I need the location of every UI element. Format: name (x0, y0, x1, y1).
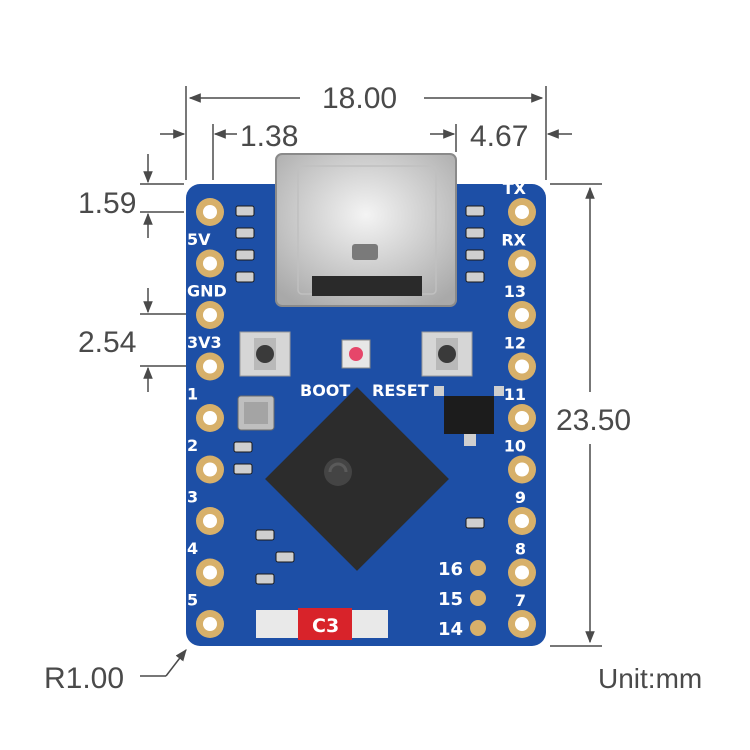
right-pin-label: 11 (504, 385, 526, 404)
right-pad (508, 507, 536, 535)
pad-label-15: 15 (438, 589, 463, 610)
left-pin-label: GND (187, 282, 227, 301)
right-pad (508, 352, 536, 381)
left-pin-label: 5V (187, 230, 211, 249)
unit-label: Unit:mm (598, 663, 702, 694)
crystal-oscillator (237, 395, 275, 431)
left-pin-pads (196, 198, 224, 638)
smd-components (233, 205, 485, 585)
corner-radius-dimension: R1.00 (44, 662, 124, 695)
right-pin-label: 13 (504, 282, 526, 301)
right-pin-label: RX (501, 231, 526, 250)
c3-label: C3 (312, 615, 339, 637)
right-pad (508, 455, 536, 484)
left-pad (196, 352, 224, 381)
c3-badge: C3 (256, 608, 388, 640)
pad-label-14: 14 (438, 619, 463, 640)
left-pin-label: 1 (187, 385, 198, 404)
right-pin-label: 8 (515, 540, 526, 559)
right-pad (508, 249, 536, 278)
ldo-regulator (434, 386, 504, 446)
left-pad (196, 301, 224, 329)
right-pin-label: 12 (504, 334, 526, 353)
right-pin-pads (508, 198, 536, 638)
left-pin-label: 6 (187, 642, 198, 661)
left-pad (196, 249, 224, 278)
width-dimension: 18.00 (322, 82, 397, 115)
reset-button (421, 331, 473, 377)
right-offset-dimension: 4.67 (470, 120, 528, 153)
left-pad (196, 558, 224, 587)
right-pad (508, 610, 536, 638)
left-pad (196, 404, 224, 432)
bottom-pads (470, 560, 486, 636)
right-pad (508, 404, 536, 432)
pad-label-16: 16 (438, 559, 463, 580)
left-pad (196, 198, 224, 226)
left-pin-label: 4 (187, 539, 198, 558)
right-pin-label: 9 (515, 488, 526, 507)
rgb-led (341, 339, 371, 369)
top-offset-dimension: 1.59 (78, 187, 136, 220)
left-pad (196, 610, 224, 638)
right-pad (508, 558, 536, 587)
right-pin-label: 10 (504, 437, 526, 456)
usb-c-connector (275, 153, 457, 307)
esp32-c3-chip (265, 387, 449, 571)
height-dimension: 23.50 (556, 404, 631, 437)
pitch-dimension: 2.54 (78, 326, 136, 359)
left-pin-label: 2 (187, 436, 198, 455)
left-pin-label: 3 (187, 488, 198, 507)
right-pin-label: TX (503, 179, 527, 198)
usb-offset-dimension: 1.38 (240, 120, 298, 153)
left-pad (196, 507, 224, 535)
right-pin-label: 7 (515, 591, 526, 610)
left-pin-label: 5 (187, 591, 198, 610)
boot-label: BOOT (300, 381, 350, 400)
boot-button (239, 331, 291, 377)
left-pad (196, 455, 224, 484)
left-pin-label: 3V3 (187, 333, 222, 352)
right-pad (508, 301, 536, 329)
reset-label: RESET (372, 381, 429, 400)
right-pad (508, 198, 536, 226)
